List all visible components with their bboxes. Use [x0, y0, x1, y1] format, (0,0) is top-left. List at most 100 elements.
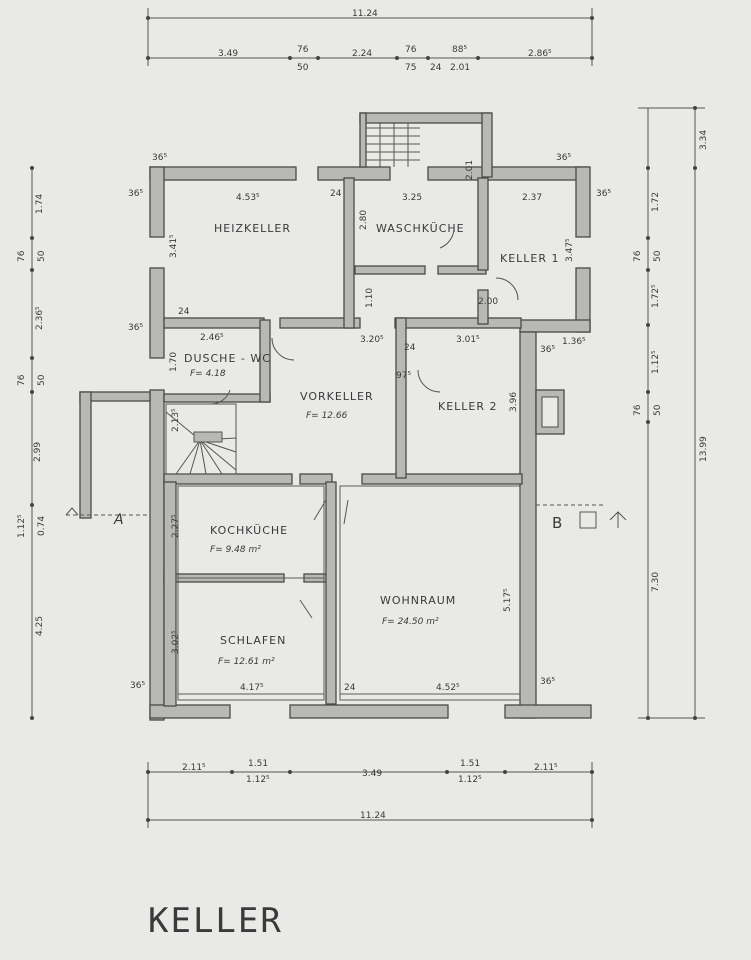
dim-right-seg: 1.72⁵	[651, 284, 661, 308]
dim-top-seg: 75	[405, 63, 416, 73]
stairs-spiral	[165, 403, 237, 475]
room-width-labels: 4.53⁵ 3.25 2.37 2.46⁵ 3.20⁵ 3.01⁵ 4.17⁵ …	[200, 193, 542, 693]
dim-bottom-seg: 2.11⁵	[534, 763, 558, 773]
stairs-top	[366, 123, 420, 167]
wall-label: 36⁵	[128, 189, 143, 199]
walls	[79, 112, 592, 721]
room-keller2: KELLER 2	[438, 400, 498, 413]
room-kochkueche-area: F= 9.48 m²	[210, 545, 261, 555]
wall-label: 36⁵	[556, 153, 571, 163]
dim-top-seg: 2.01	[450, 63, 470, 73]
dim-dusche-width: 2.46⁵	[200, 333, 224, 343]
dim-keller2-width: 3.01⁵	[456, 335, 480, 345]
dim-wasch-width: 3.25	[402, 193, 422, 203]
room-schlafen-area: F= 12.61 m²	[218, 657, 275, 667]
dim-left-seg: 1.74	[35, 194, 45, 214]
dim-door-200: 2.00	[478, 297, 498, 307]
bottom-dimensions: 2.11⁵ 1.51 1.12⁵ 3.49 1.51 1.12⁵ 2.11⁵ 1…	[182, 759, 558, 821]
dim-door-136: 1.36⁵	[562, 337, 586, 347]
dim-left-seg: 4.25	[35, 616, 45, 636]
room-dusche-area: F= 4.18	[190, 369, 226, 379]
dim-right-seg: 50	[653, 404, 663, 416]
room-outlines	[177, 485, 521, 701]
dim-left-seg: 1.12⁵	[17, 514, 27, 538]
wall-label: 24	[344, 683, 356, 693]
dim-bottom-seg: 1.12⁵	[246, 775, 270, 785]
dim-top-seg: 3.49	[218, 49, 238, 59]
plan-title: KELLER	[148, 901, 283, 941]
room-labels: HEIZKELLER WASCHKÜCHE KELLER 1 DUSCHE - …	[184, 222, 560, 667]
room-wohnraum: WOHNRAUM	[380, 594, 456, 607]
dim-bottom-seg: 1.51	[248, 759, 268, 769]
dim-heiz-width: 4.53⁵	[236, 193, 260, 203]
dim-left-seg: 76	[17, 374, 27, 386]
room-vorkeller-area: F= 12.66	[306, 411, 348, 421]
wall-label: 24	[178, 307, 190, 317]
wall-label: 36⁵	[540, 345, 555, 355]
dim-top-seg: 76	[297, 45, 309, 55]
dim-keller2-height: 3.96	[509, 392, 519, 412]
dim-right-seg: 1.72	[651, 192, 661, 212]
dim-kochkueche-height: 2.27⁵	[171, 514, 181, 538]
dim-top-seg: 50	[297, 63, 309, 73]
dim-wohnraum-height: 5.17⁵	[503, 588, 513, 612]
dim-bottom-seg: 2.11⁵	[182, 763, 206, 773]
dim-door-201: 2.01	[465, 160, 475, 180]
section-a-label: A	[113, 512, 124, 528]
dim-bottom-seg: 1.12⁵	[458, 775, 482, 785]
dim-schlafen-height: 3.02⁵	[171, 630, 181, 654]
dim-top-seg: 76	[405, 45, 417, 55]
dim-top-seg: 2.24	[352, 49, 372, 59]
room-schlafen: SCHLAFEN	[220, 634, 286, 647]
room-heizkeller: HEIZKELLER	[214, 222, 291, 235]
room-waschkueche: WASCHKÜCHE	[376, 222, 465, 235]
room-wohnraum-area: F= 24.50 m²	[382, 617, 439, 627]
room-vorkeller: VORKELLER	[300, 390, 374, 403]
dim-wohnraum-width: 4.52⁵	[436, 683, 460, 693]
dimension-ticks	[30, 16, 697, 822]
dim-top-total: 11.24	[352, 9, 378, 19]
dim-wasch-height: 2.80	[359, 210, 369, 230]
dim-right-seg: 76	[633, 404, 643, 416]
dim-top-seg: 2.86⁵	[528, 49, 552, 59]
door-swings	[209, 225, 519, 619]
dim-dusche-height: 1.70	[169, 352, 179, 372]
left-dimensions: 1.74 76 50 2.36⁵ 76 50 2.99 1.12⁵ 0.74 4…	[17, 194, 47, 636]
dim-left-seg: 2.36⁵	[35, 306, 45, 330]
dim-door-97: 97⁵	[396, 371, 411, 381]
dim-right-seg: 3.34	[699, 130, 709, 150]
wall-label: 24	[404, 343, 416, 353]
room-kochkueche: KOCHKÜCHE	[210, 524, 288, 537]
room-height-labels: 3.41⁵ 2.80 3.47⁵ 1.70 2.13⁵ 3.96 2.27⁵ 3…	[169, 160, 575, 654]
top-dimensions: 11.24 3.49 76 50 2.24 76 75 24 88⁵ 2.01 …	[218, 9, 552, 73]
dim-door-110: 1.10	[365, 288, 375, 308]
dim-top-seg: 24	[430, 63, 442, 73]
wall-thickness-labels: 36⁵ 36⁵ 36⁵ 36⁵ 24 24 24 24 36⁵ 36⁵ 36⁵ …	[128, 153, 611, 693]
dim-right-seg: 50	[653, 250, 663, 262]
dim-left-seg: 0.74	[37, 516, 47, 536]
dim-heiz-height: 3.41⁵	[169, 234, 179, 258]
dim-left-seg: 50	[37, 374, 47, 386]
dim-left-seg: 76	[17, 250, 27, 262]
right-dimensions: 3.34 1.72 76 50 1.72⁵ 1.12⁵ 76 50 7.30 1…	[633, 130, 709, 592]
dim-bottom-total: 11.24	[360, 811, 386, 821]
room-keller1: KELLER 1	[500, 252, 560, 265]
dim-right-seg: 76	[633, 250, 643, 262]
wall-label: 36⁵	[152, 153, 167, 163]
dim-keller1-width: 2.37	[522, 193, 542, 203]
section-markers	[65, 504, 627, 529]
dim-left-seg: 2.99	[33, 442, 43, 462]
dim-schlafen-width: 4.17⁵	[240, 683, 264, 693]
dim-stair-height: 2.13⁵	[171, 408, 181, 432]
dim-keller1-height: 3.47⁵	[565, 238, 575, 262]
section-b-label: B	[552, 514, 562, 532]
dim-right-seg: 7.30	[651, 572, 661, 592]
wall-label: 24	[330, 189, 342, 199]
wall-label: 36⁵	[596, 189, 611, 199]
dim-right-total: 13.99	[699, 436, 709, 462]
wall-label: 36⁵	[130, 681, 145, 691]
wall-label: 36⁵	[128, 323, 143, 333]
dim-bottom-seg: 3.49	[362, 769, 382, 779]
room-dusche: DUSCHE - WC	[184, 352, 271, 365]
